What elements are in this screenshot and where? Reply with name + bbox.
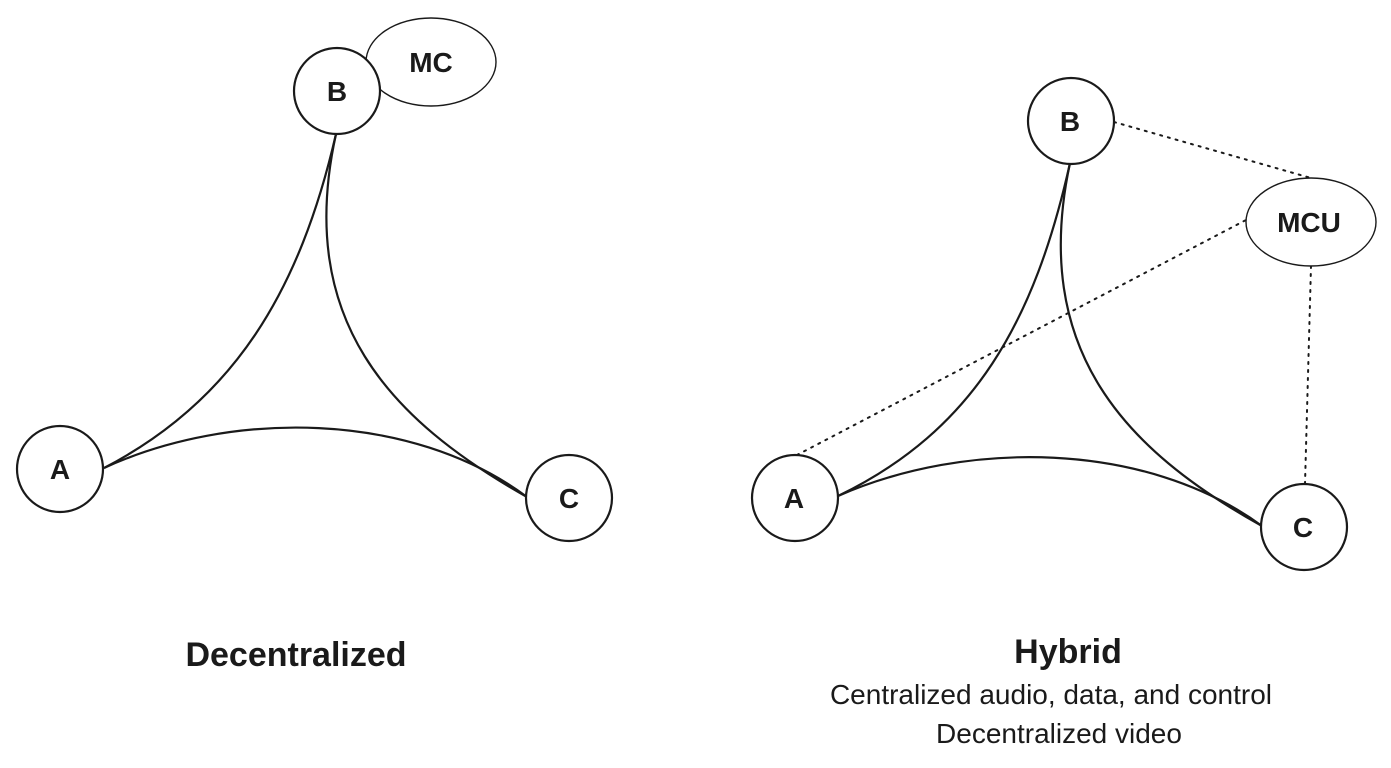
node-c: C (1259, 482, 1349, 572)
node-b-circle (1026, 76, 1116, 166)
node-a-label: A (784, 483, 804, 514)
edge-a-c (837, 456, 1263, 527)
node-b-circle (292, 46, 382, 136)
node-c-circle (1259, 482, 1349, 572)
edge-a-b (103, 133, 338, 469)
node-b-label: B (327, 76, 347, 107)
node-b: B (292, 46, 382, 136)
edge-a-b (837, 162, 1072, 497)
edge-b-c (325, 133, 528, 498)
node-mc-label: MC (409, 47, 453, 78)
node-a-circle (750, 453, 840, 543)
node-mcu-shape (1245, 177, 1377, 267)
edge-b-c (1059, 162, 1263, 527)
hybrid-subtitle-line-2: Decentralized video (936, 718, 1182, 749)
hybrid-subtitle-line-1: Centralized audio, data, and control (830, 679, 1272, 710)
decentralized-title: Decentralized (185, 636, 406, 674)
node-c-circle (524, 453, 614, 543)
node-c-label: C (559, 483, 579, 514)
node-a-circle (15, 424, 105, 514)
hybrid-title: Hybrid (1014, 633, 1122, 671)
node-c: C (524, 453, 614, 543)
node-mc: MC (365, 17, 497, 107)
edge-c-mcu (1304, 265, 1312, 485)
node-a-label: A (50, 454, 70, 485)
node-b: B (1026, 76, 1116, 166)
decentralized-diagram: MC B A C Decentralized (15, 17, 614, 674)
edge-a-mcu (796, 219, 1247, 456)
node-c-label: C (1293, 512, 1313, 543)
hybrid-diagram: MCU B A C Hybrid Centralized audio, data… (750, 76, 1377, 749)
edge-b-mcu (1113, 121, 1312, 179)
node-mcu-label: MCU (1277, 207, 1341, 238)
node-a: A (15, 424, 105, 514)
node-b-label: B (1060, 106, 1080, 137)
node-mcu: MCU (1245, 177, 1377, 267)
node-a: A (750, 453, 840, 543)
edge-a-c (103, 426, 528, 498)
